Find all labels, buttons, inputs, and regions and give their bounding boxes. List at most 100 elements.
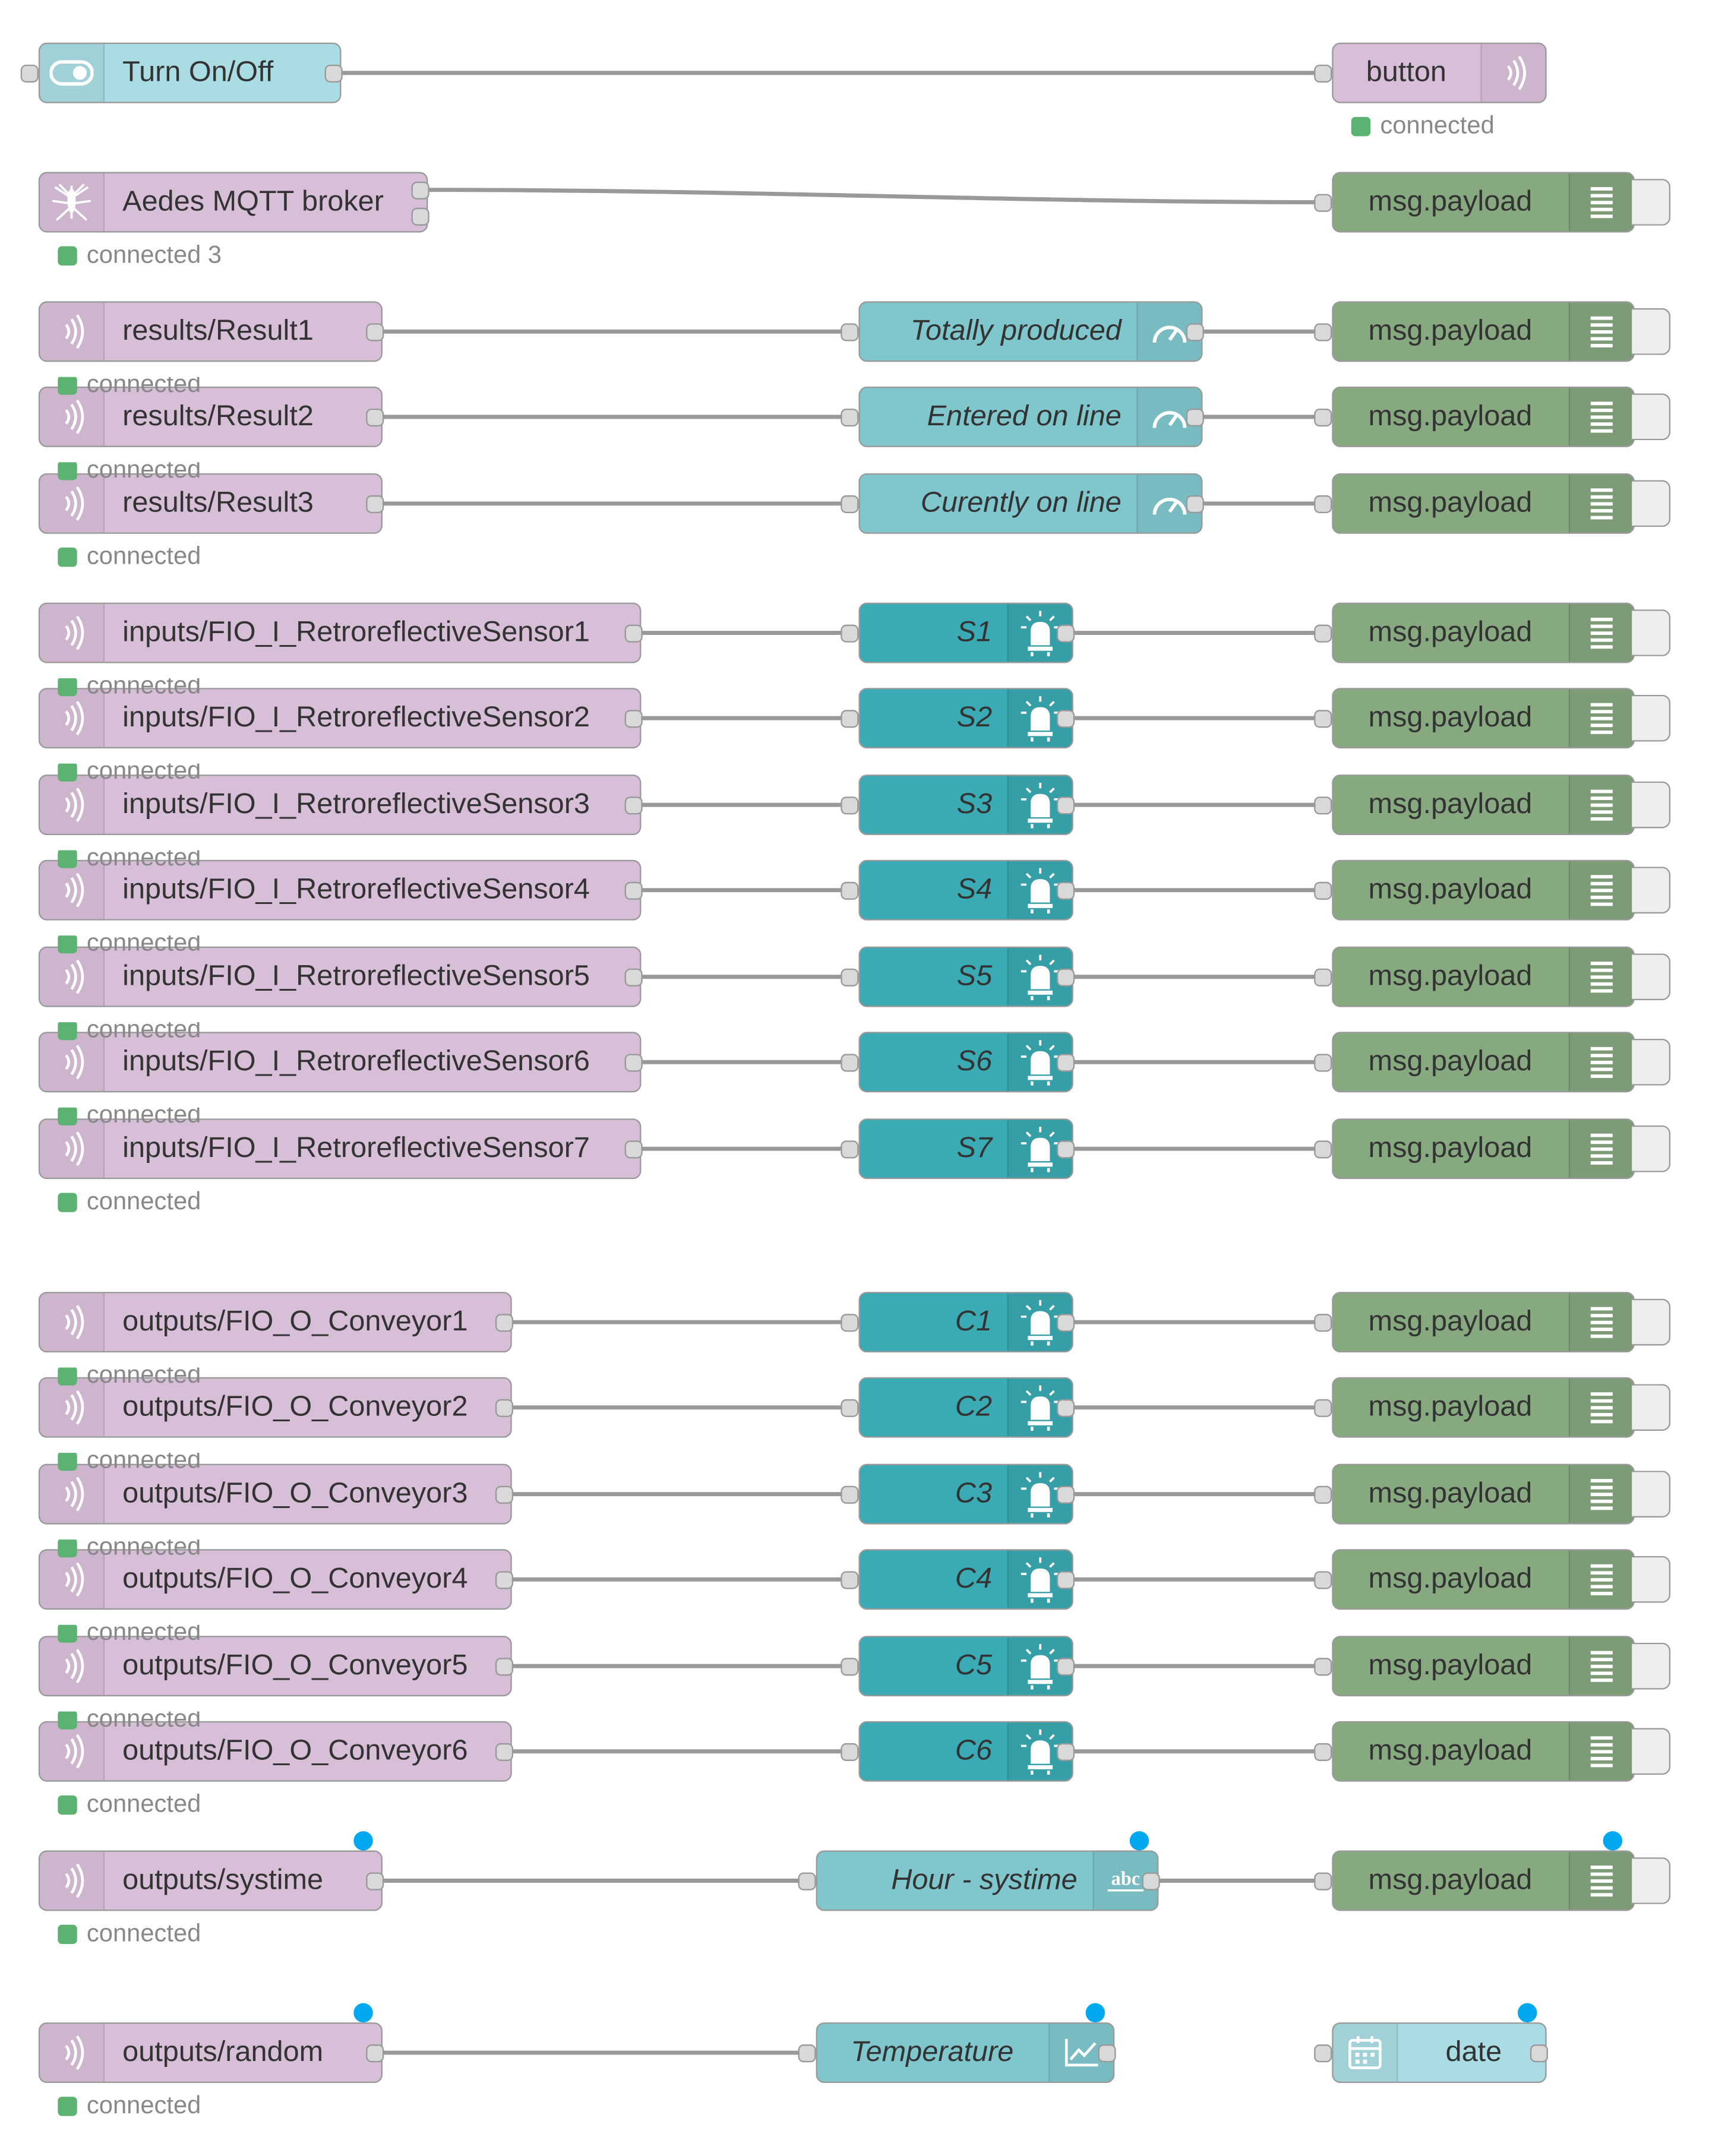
output-port[interactable] (1186, 495, 1204, 514)
chart-node[interactable]: Temperature (816, 2022, 1115, 2084)
led-node[interactable]: C3 (858, 1463, 1073, 1525)
debug-toggle-button[interactable] (1632, 1125, 1671, 1172)
debug-node[interactable]: msg.payload (1332, 172, 1635, 233)
input-port[interactable] (1314, 1399, 1332, 1417)
debug-toggle-button[interactable] (1632, 609, 1671, 656)
input-port[interactable] (841, 881, 859, 900)
output-port[interactable] (1056, 1571, 1075, 1589)
input-port[interactable] (1314, 64, 1332, 83)
led-node[interactable]: C5 (858, 1636, 1073, 1697)
mqtt-in-node[interactable]: outputs/FIO_O_Conveyor2 (38, 1377, 512, 1438)
input-port[interactable] (841, 1485, 859, 1504)
output-port[interactable] (495, 1314, 514, 1332)
input-port[interactable] (1314, 194, 1332, 212)
input-port[interactable] (1314, 968, 1332, 987)
debug-node[interactable]: msg.payload (1332, 473, 1635, 534)
debug-node[interactable]: msg.payload (1332, 1463, 1635, 1525)
input-port[interactable] (20, 64, 39, 83)
debug-node[interactable]: msg.payload (1332, 688, 1635, 749)
debug-toggle-button[interactable] (1632, 480, 1671, 527)
debug-toggle-button[interactable] (1632, 1728, 1671, 1775)
output-port[interactable] (1056, 1054, 1075, 1072)
output-port[interactable] (1142, 1872, 1160, 1891)
debug-toggle-button[interactable] (1632, 179, 1671, 226)
output-port[interactable] (366, 495, 384, 514)
led-node[interactable]: S5 (858, 946, 1073, 1007)
debug-node[interactable]: msg.payload (1332, 1032, 1635, 1093)
debug-toggle-button[interactable] (1632, 1471, 1671, 1518)
input-port[interactable] (1314, 2044, 1332, 2063)
led-node[interactable]: C2 (858, 1377, 1073, 1438)
mqtt-in-node[interactable]: results/Result1 (38, 301, 383, 362)
mqtt-in-node[interactable]: outputs/systime (38, 1850, 383, 1911)
output-port[interactable] (324, 64, 343, 83)
input-port[interactable] (1314, 495, 1332, 514)
debug-toggle-button[interactable] (1632, 1038, 1671, 1086)
input-port[interactable] (1314, 1485, 1332, 1504)
debug-toggle-button[interactable] (1632, 867, 1671, 914)
output-port[interactable] (495, 1485, 514, 1504)
input-port[interactable] (1314, 1314, 1332, 1332)
gauge-node[interactable]: Totally produced (858, 301, 1203, 362)
output-port[interactable] (411, 181, 429, 200)
mqtt-in-node[interactable]: inputs/FIO_I_RetroreflectiveSensor2 (38, 688, 642, 749)
debug-toggle-button[interactable] (1632, 1384, 1671, 1431)
output-port[interactable] (1186, 323, 1204, 342)
output-port[interactable] (366, 2044, 384, 2063)
debug-toggle-button[interactable] (1632, 1298, 1671, 1346)
output-port[interactable] (495, 1399, 514, 1417)
debug-node[interactable]: msg.payload (1332, 1549, 1635, 1610)
mqtt-in-node[interactable]: inputs/FIO_I_RetroreflectiveSensor5 (38, 946, 642, 1007)
output-port[interactable] (624, 1054, 643, 1072)
debug-node[interactable]: msg.payload (1332, 1377, 1635, 1438)
wire[interactable] (428, 188, 1329, 204)
input-port[interactable] (1314, 1743, 1332, 1761)
output-port[interactable] (1056, 1314, 1075, 1332)
debug-toggle-button[interactable] (1632, 694, 1671, 742)
led-node[interactable]: S2 (858, 688, 1073, 749)
debug-node[interactable]: msg.payload (1332, 946, 1635, 1007)
input-port[interactable] (1314, 624, 1332, 643)
output-port[interactable] (1056, 968, 1075, 987)
mqtt-in-node[interactable]: inputs/FIO_I_RetroreflectiveSensor1 (38, 602, 642, 663)
debug-toggle-button[interactable] (1632, 308, 1671, 355)
output-port[interactable] (624, 968, 643, 987)
input-port[interactable] (1314, 1140, 1332, 1159)
output-port[interactable] (366, 1872, 384, 1891)
output-port[interactable] (624, 881, 643, 900)
mqtt-in-node[interactable]: outputs/FIO_O_Conveyor6 (38, 1721, 512, 1782)
output-port[interactable] (366, 408, 384, 427)
debug-node[interactable]: msg.payload (1332, 1721, 1635, 1782)
input-port[interactable] (841, 408, 859, 427)
led-node[interactable]: S6 (858, 1032, 1073, 1093)
input-port[interactable] (1314, 1872, 1332, 1891)
input-port[interactable] (1314, 1054, 1332, 1072)
debug-node[interactable]: msg.payload (1332, 1850, 1635, 1911)
input-port[interactable] (841, 1140, 859, 1159)
input-port[interactable] (841, 968, 859, 987)
output-port[interactable] (1056, 1743, 1075, 1761)
aedes-broker-node[interactable]: Aedes MQTT broker (38, 172, 428, 233)
led-node[interactable]: S3 (858, 774, 1073, 836)
led-node[interactable]: S4 (858, 859, 1073, 921)
debug-node[interactable]: msg.payload (1332, 602, 1635, 663)
output-port[interactable] (1056, 1140, 1075, 1159)
mqtt-in-node[interactable]: outputs/FIO_O_Conveyor4 (38, 1549, 512, 1610)
output-port[interactable] (1056, 796, 1075, 815)
input-port[interactable] (841, 495, 859, 514)
led-node[interactable]: C6 (858, 1721, 1073, 1782)
mqtt-in-node[interactable]: inputs/FIO_I_RetroreflectiveSensor4 (38, 859, 642, 921)
output-port[interactable] (624, 710, 643, 728)
debug-node[interactable]: msg.payload (1332, 1292, 1635, 1353)
debug-node[interactable]: msg.payload (1332, 1636, 1635, 1697)
output-port[interactable] (1186, 408, 1204, 427)
output-port[interactable] (1056, 1658, 1075, 1676)
input-port[interactable] (841, 796, 859, 815)
output-port[interactable] (1056, 881, 1075, 900)
output-port[interactable] (624, 1140, 643, 1159)
output-port[interactable] (495, 1743, 514, 1761)
mqtt-in-node[interactable]: inputs/FIO_I_RetroreflectiveSensor6 (38, 1032, 642, 1093)
input-port[interactable] (798, 2044, 816, 2063)
output-port[interactable] (624, 796, 643, 815)
debug-toggle-button[interactable] (1632, 1556, 1671, 1603)
